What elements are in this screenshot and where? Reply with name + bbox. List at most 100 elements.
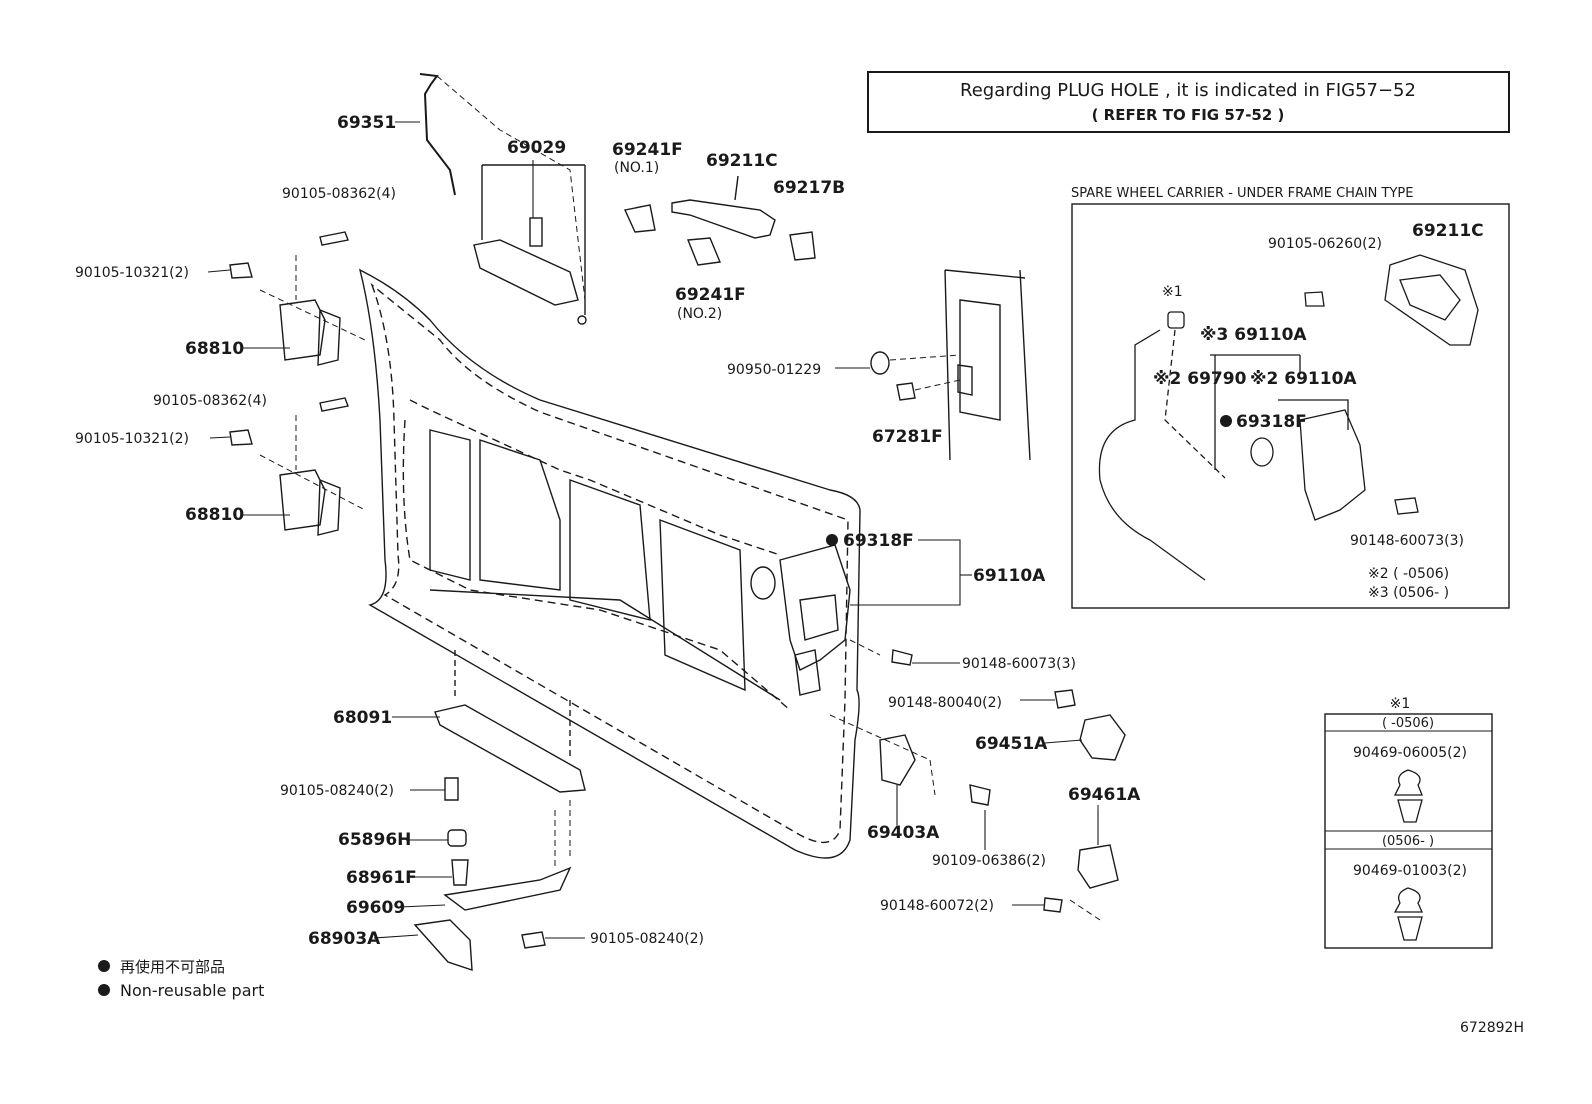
plug-90950 [870, 351, 890, 375]
pad-no1 [623, 204, 656, 233]
door-pillar [944, 269, 1031, 461]
label-90105-10321-a: 90105-10321(2) [75, 265, 189, 281]
handle-body [671, 199, 776, 239]
notice-line2: ( REFER TO FIG 57-52 ) [1092, 106, 1285, 124]
inset-label-69110a-mid: ※2 69110A [1250, 369, 1357, 389]
inset-label-90105-06260: 90105-06260(2) [1268, 236, 1382, 252]
bracket-68903a [413, 919, 473, 971]
arm-69609 [443, 866, 572, 911]
hinge-upper-dash [259, 255, 366, 341]
door-cutout-center [479, 439, 561, 591]
label-69241f-no2: 69241F [675, 285, 746, 305]
figure-id: 672892H [1460, 1020, 1524, 1036]
inset-label-90148-60073: 90148-60073(3) [1350, 533, 1464, 549]
inset-cable-long [1098, 329, 1206, 581]
clip-part2: 90469-01003(2) [1353, 863, 1467, 879]
lower-hinge-parts [413, 704, 586, 971]
leader-69609 [399, 904, 446, 908]
back-door-panel [358, 268, 861, 859]
hinge-rod-69351 [419, 73, 586, 301]
lock-body [779, 544, 851, 671]
clip-icon-1 [1393, 769, 1423, 823]
inset-handle-inner [1399, 274, 1461, 321]
label-69217b: 69217B [773, 178, 845, 198]
bolt-08240-b [521, 931, 546, 949]
inset-bolt-06260 [1304, 291, 1325, 307]
clip-range1: ( -0506) [1382, 716, 1434, 731]
bolt-lower-b [229, 429, 253, 446]
legend-bullet-en [98, 984, 110, 996]
spare-wheel-carrier-inset: SPARE WHEEL CARRIER - UNDER FRAME CHAIN … [1071, 186, 1510, 609]
pad-69217b [789, 231, 816, 261]
bolt-68961f [451, 859, 469, 886]
lower-hinge-dashes [554, 800, 571, 870]
assembly-screw [577, 315, 587, 325]
label-69110a: 69110A [973, 566, 1046, 586]
door-frame-dash-inner [402, 419, 791, 711]
hinge-upper-body [279, 299, 326, 361]
label-90148-60072: 90148-60072(2) [880, 898, 994, 914]
inset-note3: ※3 (0506- ) [1368, 585, 1449, 601]
label-69351: 69351 [337, 113, 396, 133]
plug-hole-notice: Regarding PLUG HOLE , it is indicated in… [867, 71, 1510, 133]
door-cutout-far-right [659, 518, 746, 692]
inset-mark1: ※1 [1162, 284, 1183, 300]
label-68091: 68091 [333, 708, 392, 728]
label-90148-80040: 90148-80040(2) [888, 695, 1002, 711]
label-69403a: 69403A [867, 823, 940, 843]
cap-65896h [447, 829, 467, 847]
lock-plate [799, 594, 839, 641]
clip-table: ※1 ( -0506) 90469-06005(2) (0506- ) 9046… [1324, 696, 1493, 949]
inset-handle [1384, 254, 1479, 346]
lock-bolt [891, 649, 913, 666]
legend-bullet-jp [98, 960, 110, 972]
clip-table-mark: ※1 [1390, 696, 1411, 712]
hinge-68810-upper [229, 231, 366, 366]
label-69609: 69609 [346, 898, 405, 918]
label-90105-08240-a: 90105-08240(2) [280, 783, 394, 799]
lock-seal-69318f [750, 566, 776, 600]
bolt-80040 [1054, 689, 1076, 709]
label-68810-a: 68810 [185, 339, 244, 359]
notice-box [867, 71, 1510, 133]
door-inner-dashed-outline [370, 282, 849, 843]
inset-cable-dash [1164, 329, 1226, 479]
strikers [829, 689, 1126, 921]
bracket-69461a [1077, 844, 1119, 889]
inset-leaders [1210, 354, 1349, 470]
handle-assembly-69029 [473, 164, 587, 325]
bolt-upper-a [319, 231, 349, 246]
non-reusable-bullet-69318f [826, 534, 838, 546]
assembly-bracket-lines [481, 165, 586, 315]
label-69241f-no1: 69241F [612, 140, 683, 160]
label-68961f: 68961F [346, 868, 417, 888]
bolt-upper-b [229, 262, 253, 279]
lock-tab [794, 649, 821, 696]
bracket-69403a [879, 734, 916, 786]
legend-en: Non-reusable part [120, 981, 264, 1000]
assembly-clip [529, 217, 543, 247]
bumper-67281f [896, 382, 916, 401]
bolt-06386 [969, 784, 991, 806]
door-frame-dash-top [409, 399, 781, 556]
assembly-body [473, 239, 579, 306]
pillar-inner-panel [959, 299, 1001, 421]
bolt-08240-a [444, 777, 459, 801]
notice-line1: Regarding PLUG HOLE , it is indicated in… [960, 80, 1416, 101]
hinge-lower-dash [259, 415, 366, 511]
door-cutout-right [569, 479, 651, 621]
leader-69451a [1044, 739, 1083, 744]
hinge-upper-leaf [317, 308, 341, 366]
inset-label-69790: ※2 69790 [1153, 369, 1247, 389]
inset-seal [1250, 437, 1274, 467]
hinge-68810-lower [229, 397, 366, 536]
clip-range2: (0506- ) [1382, 834, 1434, 849]
hinge-lower-body [279, 469, 326, 531]
label-67281f: 67281F [872, 427, 943, 447]
label-69451a: 69451A [975, 734, 1048, 754]
label-no1: (NO.1) [614, 160, 659, 176]
label-69029: 69029 [507, 138, 566, 158]
